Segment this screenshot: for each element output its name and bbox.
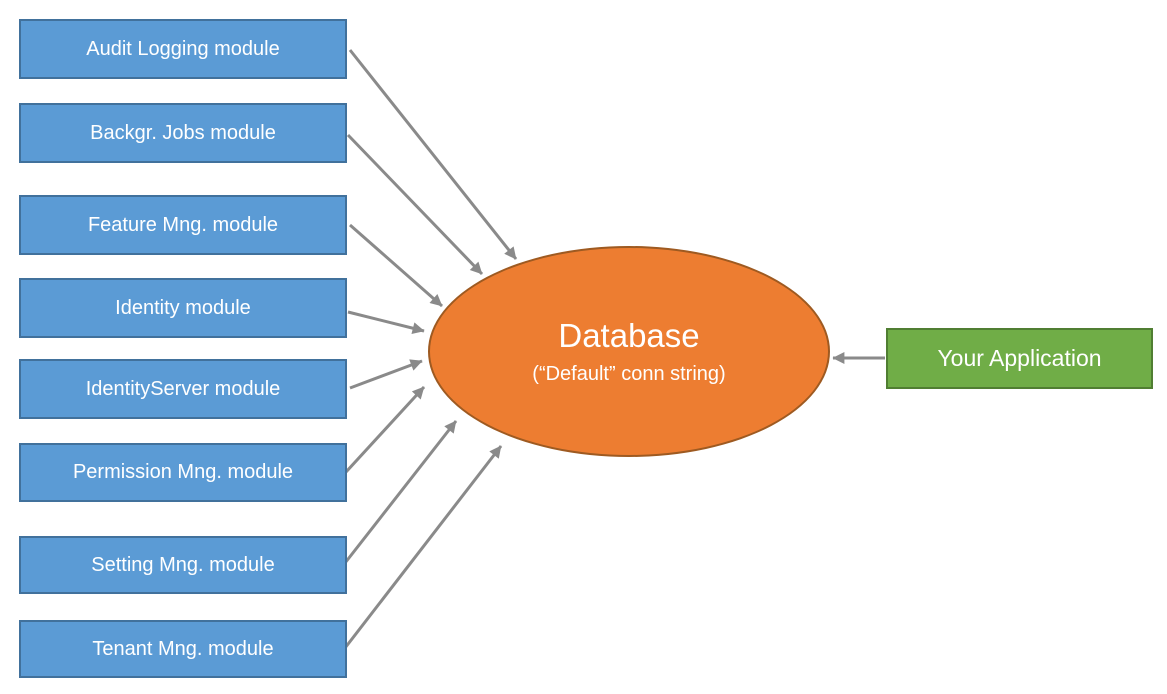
application-label: Your Application [937,345,1102,371]
database-title: Database [558,316,700,354]
arrow-permission-mng-to-database [344,385,426,474]
module-box-audit-logging: Audit Logging module [19,19,347,79]
arrow-identity-to-database [347,310,425,335]
module-label: Identity module [115,296,251,319]
module-box-feature-mng: Feature Mng. module [19,195,347,255]
module-box-backgr-jobs: Backgr. Jobs module [19,103,347,163]
arrow-backgr-jobs-to-database [346,133,484,276]
database-subtitle: (“Default” conn string) [532,363,726,386]
module-box-setting-mng: Setting Mng. module [19,536,347,594]
module-label: Tenant Mng. module [92,637,274,660]
database-ellipse: Database (“Default” conn string) [428,246,830,457]
arrow-audit-logging-to-database [348,49,518,260]
module-box-identityserver: IdentityServer module [19,359,347,419]
module-label: IdentityServer module [85,377,281,400]
arrow-feature-mng-to-database [349,223,443,308]
module-box-identity: Identity module [19,278,347,338]
module-label: Setting Mng. module [91,553,275,576]
module-box-permission-mng: Permission Mng. module [19,443,347,502]
module-label: Audit Logging module [86,37,280,60]
module-label: Permission Mng. module [72,461,294,483]
arrow-identityserver-to-database [349,359,423,390]
arrow-tenant-mng-to-database [343,445,503,649]
arrow-setting-mng-to-database [343,420,458,564]
module-box-tenant-mng: Tenant Mng. module [19,620,347,678]
module-label: Backgr. Jobs module [90,121,276,144]
module-label: Feature Mng. module [87,213,279,236]
application-box: Your Application [886,328,1153,389]
